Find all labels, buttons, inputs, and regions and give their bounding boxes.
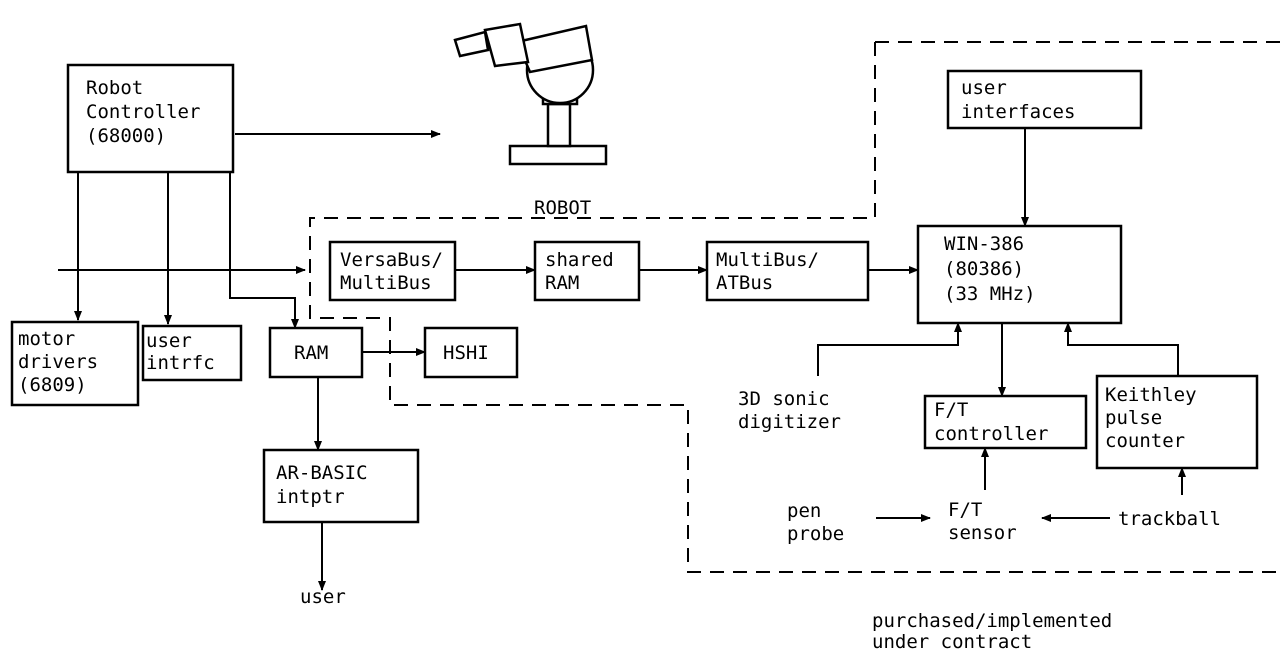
ft-controller-box: [923, 394, 1088, 450]
svg-text:MultiBus/ ATBus: MultiBus/ ATBus: [716, 249, 830, 294]
hshi-box: [423, 326, 519, 379]
shared-ram-line1: shared: [545, 249, 614, 271]
motor-drivers-box: [10, 320, 140, 407]
svg-text:purchased/implemented unde: purchased/implemented under contract: [872, 610, 1124, 653]
sonic-digitizer-line1: 3D sonic: [738, 388, 830, 410]
keithley-line3: counter: [1105, 430, 1185, 452]
motor-drivers-line3: (6809): [18, 374, 87, 396]
sonic-digitizer-line2: digitizer: [738, 411, 841, 433]
robot-controller-line2: Controller: [86, 101, 200, 123]
svg-text:WIN-386 (80386) (33 MH: WIN-386 (80386) (33 MHz): [944, 233, 1036, 305]
robot-controller-box: [66, 63, 235, 174]
user-intrfc-line1: user: [146, 330, 192, 352]
connections: [58, 119, 1186, 591]
multibus-atbus-box: [705, 240, 870, 302]
ram-label: RAM: [294, 342, 328, 364]
motor-drivers-line2: drivers: [18, 351, 98, 373]
shared-ram-line2: RAM: [545, 272, 579, 294]
user-intrfc-line2: intrfc: [146, 352, 215, 374]
hshi-label: HSHI: [443, 342, 489, 364]
multibus-atbus-line2: ATBus: [716, 272, 773, 294]
user-label: user: [300, 586, 346, 608]
win386-line3: (33 MHz): [944, 283, 1036, 305]
svg-text:user interfaces: user interfaces: [961, 77, 1075, 123]
versabus-multibus-box: [328, 240, 457, 302]
purchased-line2: under contract: [872, 631, 1032, 653]
ft-controller-line2: controller: [934, 423, 1048, 445]
svg-text:pen probe: pen probe: [787, 500, 844, 545]
svg-text:F/T sensor: F/T sensor: [948, 499, 1017, 544]
user-interfaces-line2: interfaces: [961, 101, 1075, 123]
ar-basic-line1: AR-BASIC: [276, 462, 368, 484]
multibus-atbus-line1: MultiBus/: [716, 249, 819, 271]
svg-text:Keithley pulse counter: Keithley pulse counter: [1105, 384, 1208, 452]
user-intrfc-box: [141, 324, 243, 382]
trackball-label: trackball: [1118, 508, 1221, 530]
win386-line1: WIN-386: [944, 233, 1024, 255]
contract-boundary: [309, 41, 1285, 573]
robot-controller-line3: (68000): [86, 125, 166, 147]
motor-drivers-line1: motor: [18, 328, 75, 350]
svg-text:motor drivers (6809): motor drivers (6809): [18, 328, 110, 396]
svg-text:3D sonic digitizer: 3D sonic digitizer: [738, 388, 841, 433]
robot-arm-illustration: [453, 22, 608, 166]
svg-text:user intrfc: user intrfc: [146, 330, 215, 374]
robot-label: ROBOT: [534, 197, 591, 219]
shared-ram-box: [533, 240, 641, 302]
pen-probe-line2: probe: [787, 523, 844, 545]
versabus-line2: MultiBus: [340, 272, 432, 294]
ft-sensor-line2: sensor: [948, 522, 1017, 544]
keithley-line1: Keithley: [1105, 384, 1197, 406]
versabus-line1: VersaBus/: [340, 249, 443, 271]
keithley-line2: pulse: [1105, 407, 1162, 429]
purchased-line1: purchased/implemented: [872, 610, 1112, 632]
win386-line2: (80386): [944, 258, 1024, 280]
svg-text:Robot Controller (6800: Robot Controller (68000): [86, 77, 212, 147]
ar-basic-line2: intptr: [276, 486, 345, 508]
win386-box: [916, 224, 1123, 325]
keithley-box: [1095, 374, 1259, 470]
ft-controller-line1: F/T: [934, 399, 968, 421]
svg-text:AR-BASIC intptr: AR-BASIC intptr: [276, 462, 379, 508]
svg-text:F/T controller: F/T controller: [934, 399, 1048, 445]
user-interfaces-line1: user: [961, 77, 1007, 99]
user-interfaces-box: [946, 69, 1143, 130]
ft-sensor-line1: F/T: [948, 499, 982, 521]
pen-probe-line1: pen: [787, 500, 821, 522]
robot-controller-line1: Robot: [86, 77, 143, 99]
ram-box: [268, 326, 364, 379]
ar-basic-box: [262, 448, 420, 524]
svg-text:shared RAM: shared RAM: [545, 249, 625, 294]
svg-text:VersaBus/ MultiBus: VersaBus/ MultiBus: [340, 249, 454, 294]
